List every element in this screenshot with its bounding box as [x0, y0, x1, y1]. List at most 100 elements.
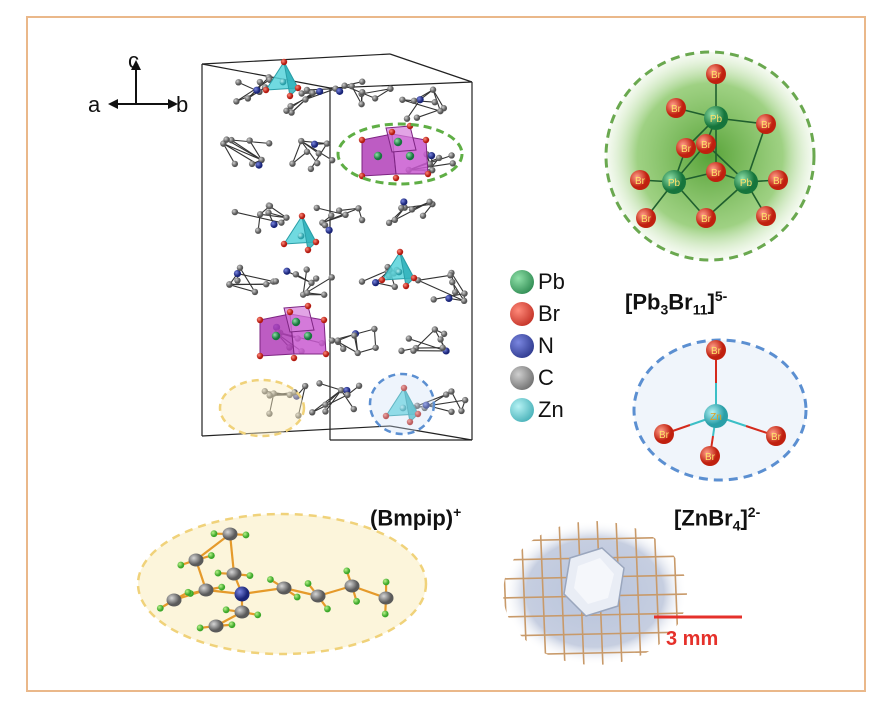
- n-atom: [325, 226, 333, 234]
- c-atom: [341, 82, 348, 89]
- br-atom-label: Br: [705, 452, 716, 463]
- legend-label-zn: Zn: [538, 397, 564, 422]
- c-atom: [391, 216, 399, 224]
- c-atom: [266, 392, 273, 399]
- crystal-packing-diagram: [201, 53, 473, 441]
- n-atom: [234, 586, 250, 602]
- pb-atom: [271, 331, 281, 341]
- c-atom: [371, 95, 379, 102]
- c-atom: [308, 279, 315, 287]
- c-atom: [292, 271, 300, 278]
- c-atom: [408, 206, 416, 213]
- h-atom: [184, 588, 192, 596]
- c-atom: [405, 335, 413, 342]
- n-atom: [445, 294, 453, 303]
- br-atom: [294, 84, 302, 92]
- n-atom: [400, 198, 408, 206]
- c-atom: [256, 78, 264, 86]
- br-atom: [676, 138, 696, 158]
- c-atom: [251, 288, 259, 296]
- c-atom: [278, 219, 285, 226]
- scale-bar-label: 3 mm: [666, 628, 719, 650]
- bmpip-formula: (Bmpip)+: [370, 504, 462, 531]
- pb-trimer: [358, 122, 432, 182]
- br-atom: [382, 412, 390, 420]
- c-atom: [435, 154, 443, 162]
- c-atom: [303, 289, 311, 297]
- br-atom: [766, 426, 786, 446]
- br-atom: [768, 170, 788, 190]
- br-atom: [696, 134, 716, 154]
- c-atom: [447, 272, 454, 279]
- c-atom: [391, 283, 399, 291]
- pb-atom-label: Pb: [668, 178, 681, 189]
- legend-item-n: N: [510, 332, 554, 360]
- cation-skeleton: [336, 78, 394, 108]
- b-axis-head: [168, 99, 178, 109]
- h-atom: [381, 610, 389, 618]
- c-atom: [328, 274, 335, 281]
- br-atom: [280, 58, 288, 66]
- h-atom: [343, 567, 351, 575]
- c-atom: [448, 152, 455, 159]
- c-atom: [350, 405, 358, 413]
- pb-atom: [405, 151, 415, 161]
- c-atom: [328, 156, 336, 164]
- c-atom: [303, 148, 311, 155]
- h-atom: [218, 583, 226, 591]
- c-atom: [266, 202, 274, 210]
- c-atom: [334, 337, 341, 344]
- br-atom-label: Br: [641, 214, 652, 225]
- c-atom: [233, 98, 240, 105]
- c-atom: [328, 337, 336, 344]
- legend-label-n: N: [538, 333, 554, 358]
- c-atom: [426, 198, 433, 206]
- br-atom: [636, 208, 656, 228]
- c-atom: [291, 389, 298, 396]
- c-atom: [413, 114, 421, 121]
- pb-atom: [734, 170, 758, 194]
- n-atom: [310, 140, 319, 148]
- cation-skeleton: [328, 325, 379, 357]
- br-atom: [298, 212, 306, 220]
- c-atom: [355, 205, 362, 212]
- zn-atom: [704, 404, 728, 428]
- h-atom: [242, 531, 250, 539]
- c-atom: [276, 581, 292, 595]
- scale-bar: [654, 615, 742, 619]
- zn-tetrahedron: [382, 384, 422, 426]
- pb-atom-label: Pb: [740, 178, 753, 189]
- cation-skeleton: [414, 269, 468, 305]
- axis-label-a: a: [88, 92, 101, 117]
- c-atom: [448, 408, 455, 416]
- h-atom: [207, 552, 215, 559]
- br-atom-label: Br: [761, 120, 772, 131]
- cation-skeleton: [398, 326, 450, 355]
- c-atom: [234, 277, 241, 284]
- c-atom: [226, 281, 233, 288]
- c-atom: [198, 583, 214, 597]
- legend-label-c: C: [538, 365, 554, 390]
- br-atom: [388, 128, 396, 136]
- cation-skeleton: [261, 382, 309, 419]
- c-atom: [358, 100, 365, 108]
- n-atom: [253, 86, 261, 94]
- c-atom: [358, 216, 366, 224]
- c-atom: [286, 391, 293, 399]
- n-atom: [336, 87, 344, 95]
- c-atom: [443, 391, 450, 398]
- c-atom: [231, 160, 239, 168]
- n-atom: [371, 279, 380, 287]
- c-atom: [254, 227, 262, 234]
- br-atom: [262, 86, 270, 94]
- c-atom: [309, 409, 316, 416]
- br-atom: [280, 240, 288, 248]
- n-atom-icon: [510, 334, 534, 358]
- axis-indicator: [108, 60, 178, 109]
- c-atom: [188, 553, 204, 567]
- c-atom: [265, 209, 272, 216]
- cation-skeleton: [283, 85, 339, 116]
- n-atom: [422, 401, 430, 409]
- c-atom: [301, 382, 309, 390]
- h-atom: [353, 597, 360, 605]
